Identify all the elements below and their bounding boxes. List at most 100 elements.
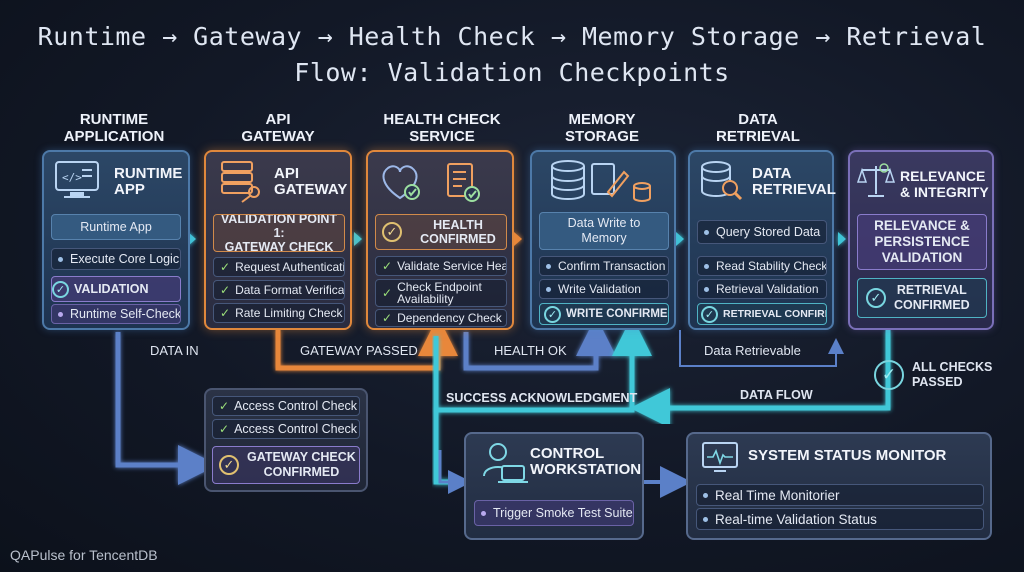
data-write-row: Data Write to Memory xyxy=(539,212,669,250)
runtime-validation-row: ✓VALIDATION xyxy=(51,276,181,302)
data-retrieval-title: DATA RETRIEVAL xyxy=(752,165,836,198)
runtime-app-card: </> RUNTIME APP Runtime App Execute Core… xyxy=(42,150,190,330)
runtime-app-row: Runtime App xyxy=(51,214,181,240)
confirm-transaction-row: Confirm Transaction xyxy=(539,256,669,276)
access-control-row-2: ✓ Access Control Check xyxy=(212,419,360,439)
health-check-card: ✓ HEALTH CONFIRMED ✓ Validate Service Heal… xyxy=(366,150,514,330)
scales-icon xyxy=(856,160,896,207)
heart-checklist-icon xyxy=(378,158,498,211)
request-authentication-label: Request Authentication xyxy=(235,260,345,274)
all-checks-icon: ✓ xyxy=(874,360,904,390)
real-time-monitor-label: Real Time Monitorier xyxy=(715,487,840,503)
check-icon: ✓ xyxy=(220,283,231,297)
relevance-retrieval-confirmed-label: RETRIEVAL CONFIRMED xyxy=(894,283,970,312)
all-checks-passed-label: ALL CHECKS PASSED xyxy=(912,360,993,389)
control-workstation-card: CONTROL WORKSTATION Trigger Smoke Test S… xyxy=(464,432,644,540)
runtime-app-title: RUNTIME APP xyxy=(114,165,183,198)
relevance-integrity-title: RELEVANCE & INTEGRITY xyxy=(900,168,989,200)
check-icon: ✓ xyxy=(220,260,231,274)
retrieval-validation-label: Retrieval Validation xyxy=(716,282,819,296)
pulse-monitor-icon xyxy=(700,440,740,479)
operator-icon xyxy=(474,440,530,495)
read-stability-row: Read Stability Check xyxy=(697,256,827,276)
data-format-verification-label: Data Format Verification xyxy=(235,283,345,297)
database-search-icon xyxy=(696,158,746,209)
check-endpoint-row: ✓Check Endpoint Availability xyxy=(375,279,507,307)
control-workstation-title: CONTROL WORKSTATION xyxy=(530,445,642,478)
health-ok-label: HEALTH OK xyxy=(494,343,567,358)
column-header-retrieval: DATA RETRIEVAL xyxy=(716,111,800,145)
column-header-memory: MEMORY STORAGE xyxy=(565,111,639,145)
trigger-smoke-test-label: Trigger Smoke Test Suite xyxy=(493,506,633,520)
rate-limiting-label: Rate Limiting Check xyxy=(235,306,343,320)
access-control-label-2: Access Control Check xyxy=(234,422,358,436)
check-icon: ✓ xyxy=(382,311,393,325)
check-icon: ✓ xyxy=(220,306,231,320)
code-monitor-icon: </> xyxy=(52,158,104,207)
access-control-row-1: ✓Access Control Check xyxy=(212,396,360,416)
data-format-verification-row: ✓ Data Format Verification xyxy=(213,280,345,300)
rate-limiting-row: ✓ Rate Limiting Check xyxy=(213,303,345,323)
trigger-smoke-test-button[interactable]: Trigger Smoke Test Suite xyxy=(474,500,634,526)
diagram-title-line1: Runtime → Gateway → Health Check → Memor… xyxy=(37,22,987,51)
relevance-retrieval-confirmed-row: ✓ RETRIEVAL CONFIRMED xyxy=(857,278,987,318)
write-validation-row: Write Validation xyxy=(539,279,669,299)
validate-service-health-row: ✓ Validate Service Health xyxy=(375,256,507,276)
bullet-icon xyxy=(704,229,709,235)
validate-service-health-label: Validate Service Health xyxy=(397,259,507,273)
bullet-icon xyxy=(546,286,551,292)
retrieval-confirmed-row: ✓ RETRIEVAL CONFIRMED xyxy=(697,303,827,325)
gateway-check-confirm-card: ✓Access Control Check ✓Access Control Ch… xyxy=(204,388,368,492)
gateway-check-confirmed-row: ✓GATEWAY CHECK CONFIRMED xyxy=(212,446,360,484)
retrieval-confirmed-label: RETRIEVAL CONFIRMED xyxy=(723,308,826,320)
api-gateway-title: API GATEWAY xyxy=(274,165,348,198)
bullet-icon xyxy=(58,311,63,317)
validation-point-1: VALIDATION POINT 1: GATEWAY CHECK xyxy=(213,214,345,252)
check-icon: ✓ xyxy=(219,422,230,436)
runtime-self-check-label: Runtime Self-Check xyxy=(70,307,181,321)
column-header-gateway: API GATEWAY xyxy=(241,111,315,145)
database-edit-icon xyxy=(546,156,666,211)
relevance-persistence-validation: RELEVANCE & PERSISTENCE VALIDATION xyxy=(857,214,987,270)
check-endpoint-label: Check Endpoint Availability xyxy=(397,280,482,306)
gateway-passed-label: GATEWAY PASSED xyxy=(300,343,418,358)
success-acknowledgment-label: SUCCESS ACKNOWLEDGMENT xyxy=(446,391,638,405)
bullet-icon xyxy=(58,256,63,262)
diagram-title-line2: Flow: Validation Checkpoints xyxy=(294,58,730,87)
runtime-validation-label: VALIDATION xyxy=(74,282,149,296)
execute-core-logic-label: Execute Core Logic xyxy=(70,252,180,266)
read-stability-label: Read Stability Check xyxy=(716,259,827,273)
api-gateway-card: API GATEWAY VALIDATION POINT 1: GATEWAY … xyxy=(204,150,352,330)
data-retrievable-label: Data Retrievable xyxy=(704,343,801,358)
runtime-self-check-row: Runtime Self-Check xyxy=(51,304,181,324)
check-icon: ✓ xyxy=(219,399,230,413)
system-status-monitor-card: SYSTEM STATUS MONITOR Real Time Monitori… xyxy=(686,432,992,540)
server-key-icon xyxy=(214,158,266,209)
bullet-icon xyxy=(704,286,709,292)
svg-text:</>: </> xyxy=(62,171,82,184)
real-time-validation-row: Real-time Validation Status xyxy=(696,508,984,530)
data-in-label: DATA IN xyxy=(150,343,199,358)
column-header-health: HEALTH CHECK SERVICE xyxy=(383,111,501,145)
check-icon: ✓ xyxy=(382,259,393,273)
real-time-validation-label: Real-time Validation Status xyxy=(715,511,877,527)
relevance-integrity-card: RELEVANCE & INTEGRITY RELEVANCE & PERSIS… xyxy=(848,150,994,330)
dependency-check-row: ✓ Dependency Check xyxy=(375,309,507,327)
execute-core-logic-row: Execute Core Logic xyxy=(51,248,181,270)
write-validation-label: Write Validation xyxy=(558,282,641,296)
bullet-icon xyxy=(546,263,551,269)
check-circle-icon: ✓ xyxy=(219,455,239,475)
check-circle-icon: ✓ xyxy=(701,305,718,323)
bullet-icon xyxy=(703,492,708,498)
retrieval-validation-row: Retrieval Validation xyxy=(697,279,827,299)
query-stored-data-label: Query Stored Data xyxy=(716,225,821,239)
bullet-icon xyxy=(481,510,486,516)
dependency-check-label: Dependency Check xyxy=(397,311,502,325)
column-header-runtime: RUNTIME APPLICATION xyxy=(63,111,165,145)
health-confirmed-label: HEALTH CONFIRMED xyxy=(420,218,496,246)
real-time-monitor-row: Real Time Monitorier xyxy=(696,484,984,506)
check-circle-icon: ✓ xyxy=(866,288,886,308)
write-confirmed-row: ✓WRITE CONFIRMED xyxy=(539,303,669,325)
system-status-monitor-title: SYSTEM STATUS MONITOR xyxy=(748,447,947,464)
request-authentication-row: ✓ Request Authentication xyxy=(213,257,345,277)
